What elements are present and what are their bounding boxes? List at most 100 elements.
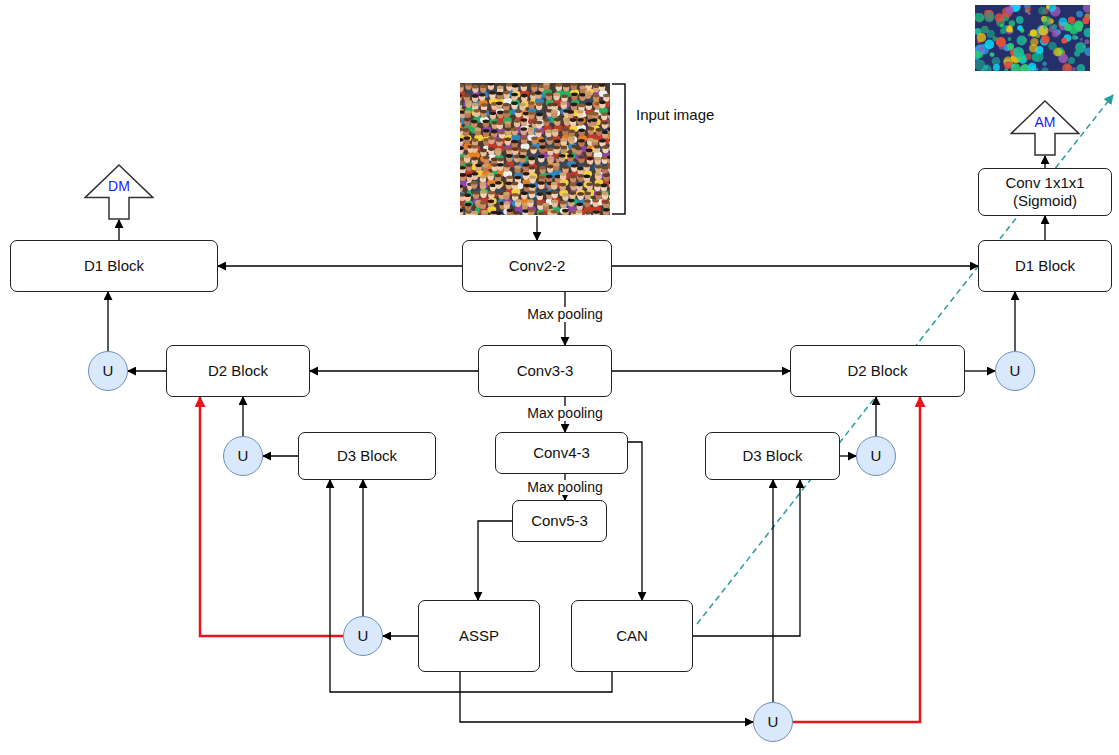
crowd-face: [464, 137, 470, 145]
crowd-face: [547, 148, 553, 156]
crowd-hair: [515, 110, 522, 114]
crowd-hair: [471, 181, 478, 185]
block-label: Conv2-2: [509, 257, 566, 275]
crowd-face: [476, 164, 482, 172]
upsample-circle: U: [753, 702, 793, 742]
crowd-face: [562, 193, 568, 201]
crowd-face: [547, 165, 553, 173]
block-box: D2 Block: [166, 345, 310, 397]
crowd-face: [465, 194, 471, 202]
crowd-hair: [547, 156, 554, 160]
crowd-face: [530, 176, 536, 184]
crowd-face: [547, 156, 553, 164]
crowd-face: [460, 209, 463, 215]
crowd-body: [591, 146, 600, 153]
crowd-hair: [601, 184, 608, 188]
crowd-face: [591, 119, 597, 127]
map-blob: [985, 40, 995, 50]
crowd-hair: [496, 138, 503, 142]
crowd-face: [488, 200, 494, 208]
crowd-face: [530, 146, 536, 154]
flow-connector: [478, 521, 512, 600]
crowd-hair: [584, 174, 591, 178]
map-blob: [1077, 64, 1086, 71]
crowd-hair: [551, 210, 558, 214]
crowd-face: [602, 166, 608, 174]
crowd-hair: [603, 174, 610, 178]
crowd-hair: [499, 131, 506, 135]
crowd-hair: [607, 156, 610, 160]
crowd-body: [520, 155, 529, 162]
crowd-hair: [560, 172, 567, 176]
crowd-hair: [579, 86, 586, 90]
map-blob: [1062, 63, 1072, 71]
crowd-face: [488, 148, 494, 156]
crowd-face: [567, 154, 573, 162]
crowd-face: [512, 128, 518, 136]
crowd-face: [460, 138, 464, 146]
upsample-circle: U: [343, 616, 383, 656]
crowd-hair: [551, 110, 558, 114]
crowd-hair: [593, 210, 600, 214]
crowd-face: [570, 175, 576, 183]
crowd-hair: [561, 94, 568, 98]
crowd-face: [465, 83, 471, 90]
crowd-hair: [487, 173, 494, 177]
upsample-label: U: [871, 447, 882, 465]
crowd-face: [529, 157, 535, 165]
crowd-hair: [603, 94, 610, 98]
crowd-hair: [514, 119, 521, 123]
crowd-hair: [571, 164, 578, 168]
callout-leader: [697, 95, 1113, 624]
upsample-label: U: [238, 447, 249, 465]
crowd-face: [480, 149, 486, 157]
crowd-hair: [497, 86, 504, 90]
crowd-face: [571, 164, 577, 172]
crowd-face: [563, 84, 569, 92]
crowd-hair: [520, 149, 527, 153]
crowd-face: [578, 156, 584, 164]
map-blob: [996, 37, 1006, 47]
crowd-hair: [480, 110, 487, 114]
flow-connector: [693, 480, 800, 636]
crowd-face: [594, 184, 600, 192]
block-box: D1 Block: [10, 240, 218, 292]
crowd-body: [561, 101, 570, 108]
crowd-face: [497, 111, 503, 119]
map-blob: [1085, 39, 1090, 44]
crowd-hair: [480, 201, 487, 205]
crowd-face: [460, 128, 463, 136]
map-blob: [1052, 24, 1058, 30]
crowd-hair: [511, 93, 518, 97]
crowd-hair: [599, 83, 606, 87]
crowd-hair: [588, 127, 595, 131]
crowd-face: [480, 201, 486, 209]
crowd-face: [568, 137, 574, 145]
crowd-face: [559, 154, 565, 162]
flow-connector: [460, 672, 753, 722]
crowd-face: [506, 83, 512, 91]
crowd-hair: [543, 203, 550, 207]
block-label: Conv5-3: [531, 512, 588, 530]
crowd-face: [495, 148, 501, 156]
map-blob: [1038, 6, 1046, 14]
crowd-hair: [577, 167, 584, 171]
crowd-face: [505, 128, 511, 136]
map-blob: [1046, 5, 1050, 9]
flow-connector: [242, 397, 243, 436]
crowd-hair: [608, 112, 610, 116]
crowd-hair: [554, 140, 561, 144]
crowd-face: [480, 175, 486, 183]
crowd-hair: [536, 192, 543, 196]
crowd-face: [460, 94, 462, 102]
crowd-hair: [529, 166, 536, 170]
crowd-face: [460, 84, 464, 92]
crowd-hair: [466, 163, 473, 167]
crowd-face: [495, 181, 501, 189]
crowd-hair: [577, 118, 584, 122]
crowd-face: [488, 137, 494, 145]
crowd-hair: [512, 193, 519, 197]
flow-connector: [612, 370, 790, 371]
crowd-face: [513, 212, 519, 216]
crowd-hair: [551, 103, 558, 107]
